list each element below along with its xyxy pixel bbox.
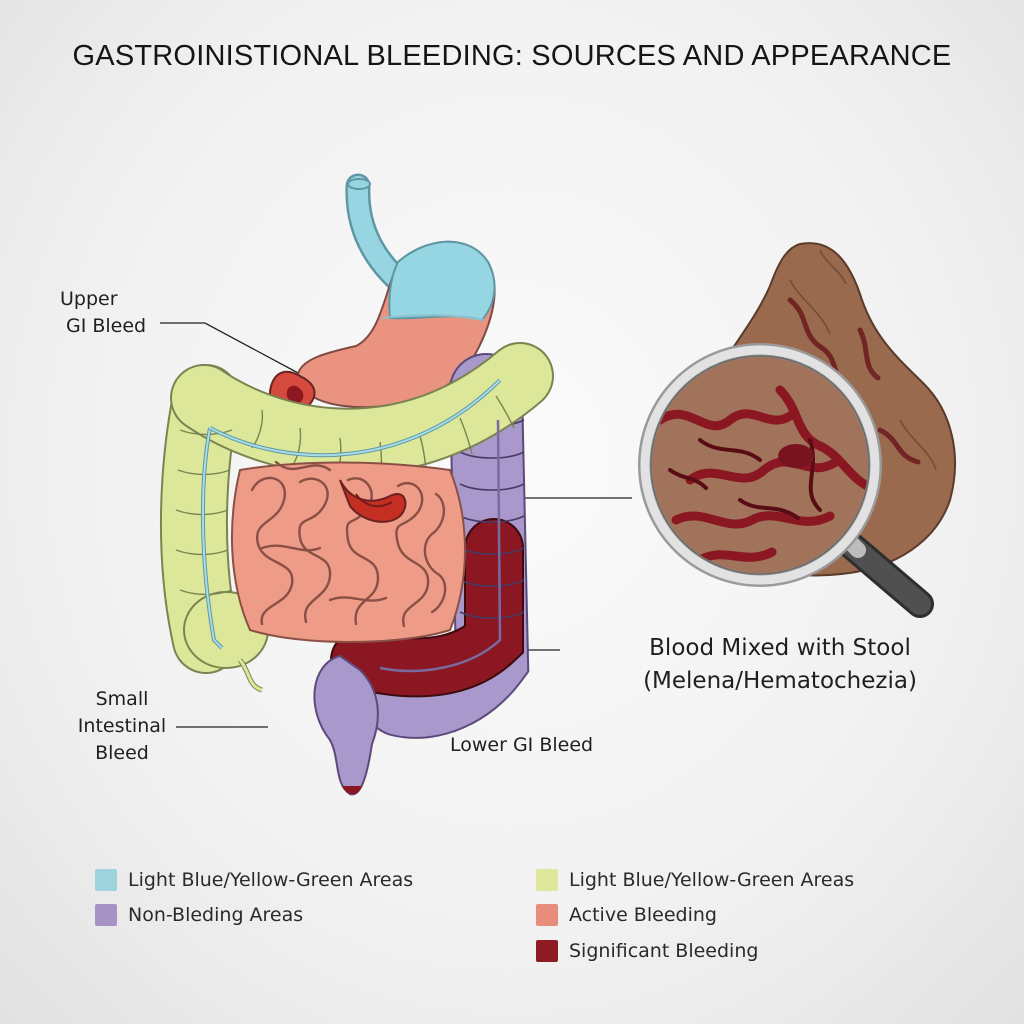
lower-gi-bleed-label: Lower GI Bleed	[450, 734, 594, 756]
significant-bleeding-segment	[330, 518, 524, 698]
upper-gi-label-line2: GI Bleed	[66, 315, 147, 337]
legend-swatch	[536, 904, 558, 926]
legend-item-significant-bleeding: Significant Bleeding	[536, 940, 758, 962]
legend-label: Light Blue/Yellow-Green Areas	[128, 869, 414, 891]
upper-gi-leader-line	[160, 322, 301, 375]
diagram-title: GASTROINISTIONAL BLEEDING: SOURCES AND A…	[72, 40, 952, 72]
blood-vessels	[200, 378, 502, 673]
upper-gi-bleed-label: Upper GI Bleed	[60, 286, 146, 340]
magnifier-lens-ring	[638, 343, 882, 587]
legend-item-light-blue: Light Blue/Yellow-Green Areas	[95, 869, 413, 891]
legend-swatch	[536, 940, 558, 962]
transverse-colon	[170, 342, 554, 476]
small-intestinal-bleed-label: Small Intestinal Bleed	[70, 686, 174, 767]
small-intestinal-label-line2: Intestinal	[77, 715, 167, 737]
legend-swatch	[536, 869, 558, 891]
small-intestinal-label-line1: Small	[95, 688, 149, 710]
small-intestine	[231, 460, 466, 643]
legend-label: Non-Bleding Areas	[128, 904, 304, 926]
stool-appearance-label: Blood Mixed with Stool (Melena/Hematoche…	[630, 632, 930, 698]
legend-label: Light Blue/Yellow-Green Areas	[569, 869, 855, 891]
legend-swatch	[95, 869, 117, 891]
legend-label: Active Bleeding	[569, 904, 717, 926]
legend-item-non-bleeding: Non-Bleding Areas	[95, 904, 303, 926]
stool-label-line1: Blood Mixed with Stool	[649, 635, 911, 661]
legend-item-yellow-green: Light Blue/Yellow-Green Areas	[536, 869, 854, 891]
small-intestinal-label-line3: Bleed	[95, 742, 149, 764]
rectum	[313, 654, 379, 796]
legend-swatch	[95, 904, 117, 926]
legend-item-active-bleeding: Active Bleeding	[536, 904, 717, 926]
magnified-stool	[648, 353, 872, 577]
esophagus	[345, 173, 413, 295]
stomach	[296, 240, 496, 409]
stool-label-line2: (Melena/Hematochezia)	[643, 668, 917, 694]
upper-gi-label-line1: Upper	[60, 288, 118, 310]
legend-label: Significant Bleeding	[569, 940, 759, 962]
